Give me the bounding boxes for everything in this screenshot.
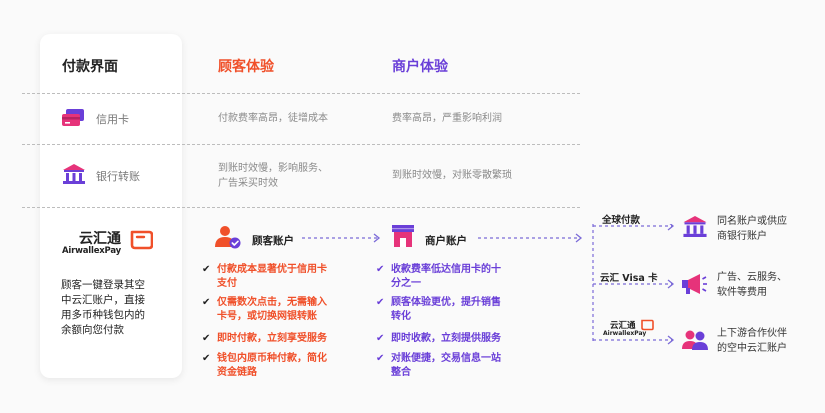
credit-card-icon <box>62 109 84 127</box>
bank-icon <box>683 216 707 237</box>
customer-account-icon <box>215 225 241 249</box>
merchant-benefit-2: ✔ 顾客体验更优，提升销售转化 <box>376 297 501 322</box>
credit-card-merchant-text: 费率高昂，严重影响利润 <box>392 113 502 124</box>
check-icon: ✔ <box>376 353 385 364</box>
destination-visa-card: 广告、云服务、 软件等费用 <box>717 272 787 298</box>
destination-airwallexpay: 上下游合作伙伴 的空中云汇账户 <box>717 328 787 354</box>
check-icon: ✔ <box>376 264 385 275</box>
check-icon: ✔ <box>202 297 211 308</box>
channel-airwallexpay-en: AirwallexPay <box>603 330 647 337</box>
airwallex-logo-icon <box>127 229 153 251</box>
credit-card-customer-text: 付款费率高昂，徒增成本 <box>218 113 328 124</box>
divider-1 <box>22 93 580 94</box>
customer-benefit-2: ✔ 仅需数次点击，无需输入卡号，或切换网银转账 <box>202 297 327 322</box>
customer-benefit-3: ✔ 即时付款，立刻享受服务 <box>202 333 327 344</box>
header-payment-interface: 付款界面 <box>62 59 118 75</box>
customer-benefit-1: ✔ 付款成本显著优于信用卡支付 <box>202 264 327 289</box>
merchant-benefit-4: ✔ 对账便捷，交易信息一站整合 <box>376 353 501 378</box>
payment-interface-card <box>40 34 182 378</box>
megaphone-icon <box>682 273 708 295</box>
customer-account-label: 顾客账户 <box>252 235 294 247</box>
check-icon: ✔ <box>202 353 211 364</box>
row-title-bank-transfer: 银行转账 <box>96 170 140 183</box>
header-merchant-experience: 商户体验 <box>392 59 448 75</box>
merchant-benefit-3: ✔ 即时收款，立刻提供服务 <box>376 333 501 344</box>
check-icon: ✔ <box>376 333 385 344</box>
divider-2 <box>22 144 580 145</box>
airwallexpay-description: 顾客一键登录其空 中云汇账户，直接 用多币种钱包内的 余额向您付款 <box>61 279 145 336</box>
check-icon: ✔ <box>376 297 385 308</box>
merchant-account-label: 商户账户 <box>425 235 467 247</box>
channel-global-payout-label: 全球付款 <box>602 215 641 226</box>
brand-name-cn: 云汇通 <box>79 231 121 247</box>
flow-arrow-customer-to-merchant <box>302 232 384 244</box>
payout-branch-lines <box>592 224 682 346</box>
channel-visa-card-label: 云汇 Visa 卡 <box>600 273 658 284</box>
header-customer-experience: 顾客体验 <box>218 59 274 75</box>
partners-icon <box>682 329 708 351</box>
customer-benefit-4: ✔ 钱包内原币种付款，简化资金链路 <box>202 353 327 378</box>
airwallex-small-logo-icon <box>640 319 654 331</box>
flow-arrow-merchant-to-payout <box>478 232 586 244</box>
brand-name-en: AirwallexPay <box>62 246 121 256</box>
check-icon: ✔ <box>202 333 211 344</box>
row-title-credit-card: 信用卡 <box>96 113 129 126</box>
channel-airwallexpay-cn: 云汇通 <box>610 321 636 331</box>
destination-global-payout: 同名账户或供应 商银行账户 <box>717 216 787 242</box>
bank-transfer-customer-text: 到账时效慢，影响服务、 广告采买时效 <box>218 163 328 189</box>
bank-transfer-merchant-text: 到账时效慢，对账零散繁琐 <box>392 170 512 181</box>
bank-icon <box>63 164 85 184</box>
shop-icon <box>391 224 415 248</box>
check-icon: ✔ <box>202 264 211 275</box>
divider-3 <box>22 207 580 208</box>
merchant-benefit-1: ✔ 收款费率低达信用卡的十分之一 <box>376 264 501 289</box>
